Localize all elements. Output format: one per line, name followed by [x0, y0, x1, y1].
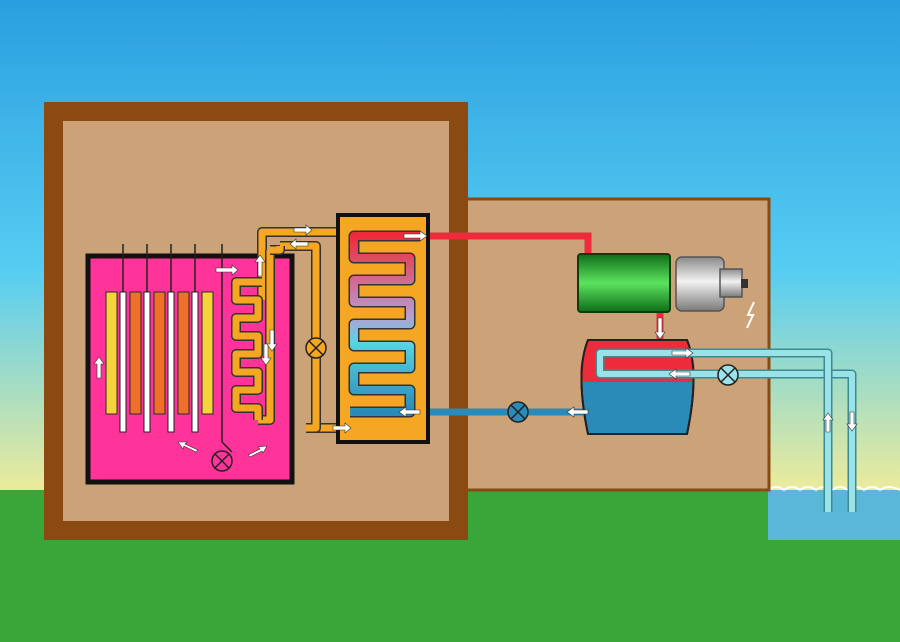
pump-icon [211, 450, 233, 472]
arrow-icon [566, 406, 589, 418]
fuel-rods [105, 291, 214, 415]
turbine [577, 253, 671, 313]
arrow-icon [403, 230, 428, 242]
arrow-icon [671, 347, 694, 359]
arrow-icon [215, 264, 239, 276]
arrow-icon [654, 317, 666, 340]
control-rod [167, 291, 175, 433]
control-rod [143, 291, 151, 433]
arrow-icon [93, 356, 105, 379]
core-coil-inner [232, 278, 262, 420]
fuel-rod [201, 291, 214, 415]
arrow-icon [398, 406, 421, 418]
arrow-icon [293, 224, 313, 236]
lightning-icon [746, 301, 755, 329]
pump-icon [507, 401, 529, 423]
arrow-icon [822, 412, 834, 433]
arrow-icon [668, 368, 691, 380]
flow-arrows [93, 224, 858, 458]
arrow-icon [247, 445, 268, 458]
control-rod [119, 291, 127, 433]
control-rods [119, 244, 199, 433]
control-rod [191, 291, 199, 433]
arrow-icon [289, 238, 309, 250]
generator-shaft [719, 268, 743, 298]
arrow-icon [266, 329, 278, 352]
fuel-rod [129, 291, 142, 415]
generator [675, 256, 725, 312]
pump-icon [717, 364, 739, 386]
arrow-icon [254, 254, 266, 277]
fuel-rod [177, 291, 190, 415]
arrow-icon [332, 422, 352, 434]
pump-shaft-link [221, 441, 233, 453]
arrow-icon [177, 441, 199, 453]
arrow-icon [846, 411, 858, 432]
fuel-rod [153, 291, 166, 415]
generator-terminal [741, 279, 748, 288]
steam-line [420, 232, 592, 258]
fuel-rod [105, 291, 118, 415]
arrow-icon [260, 343, 272, 366]
steam-generator-coil-inner [350, 232, 420, 416]
pump-icon [305, 337, 327, 359]
cooling-water-body [768, 490, 900, 540]
